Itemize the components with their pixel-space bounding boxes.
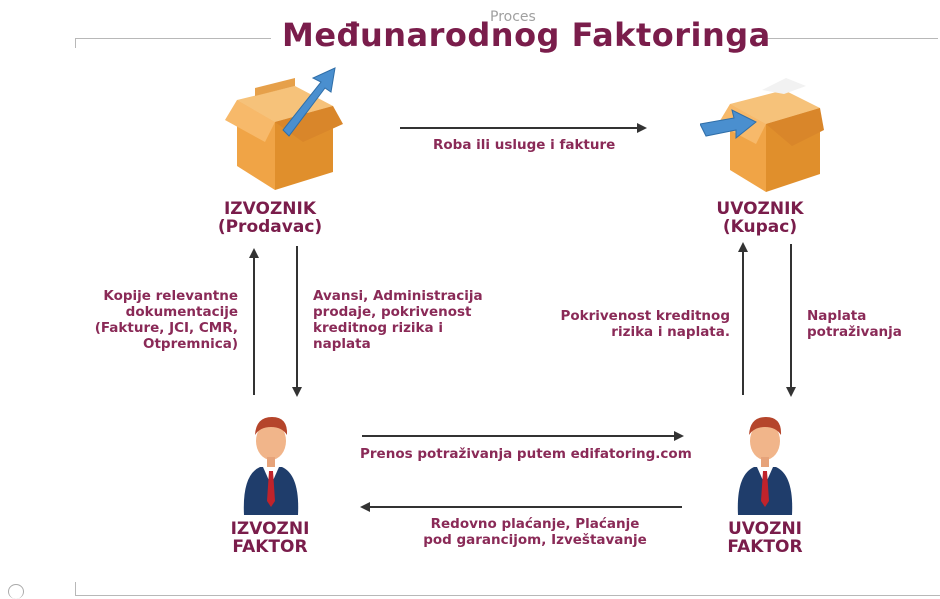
payment-label-line: Redovno plaćanje, Plaćanje [430, 516, 640, 532]
title-prefix: Proces [490, 9, 536, 25]
advance-label: Avansi, Administracija prodaje, pokriven… [313, 288, 493, 352]
export-factor-label-line1: IZVOZNI [230, 519, 310, 539]
collection-label-line: potraživanja [807, 324, 902, 340]
page-title: Međunarodnog Faktoringa [282, 16, 771, 54]
docs-label-line: (Fakture, JCI, CMR, [94, 320, 238, 336]
transfer-label: Prenos potraživanja putem edifatoring.co… [360, 446, 692, 462]
docs-label: Kopije relevantne dokumentacije (Fakture… [70, 288, 238, 352]
exporter-label-line1: IZVOZNIK [223, 199, 316, 219]
goods-label: Roba ili usluge i fakture [433, 137, 616, 153]
import-factor-label-line2: FAKTOR [727, 537, 803, 557]
corner-mark [8, 584, 24, 599]
businessman-icon [730, 405, 800, 515]
import-factor-label: UVOZNI FAKTOR [695, 520, 835, 556]
advance-label-line: naplata [313, 336, 371, 352]
advance-label-line: Avansi, Administracija [313, 288, 483, 304]
collection-label: Naplata potraživanja [807, 308, 927, 340]
open-box-incoming-arrow-icon [699, 60, 825, 200]
importer-label-line2: (Kupac) [722, 217, 798, 237]
advance-label-line: prodaje, pokrivenost [313, 304, 472, 320]
importer-label-line1: UVOZNIK [716, 199, 804, 219]
frame-line-top-left [75, 38, 271, 48]
advance-label-line: kreditnog rizika i [313, 320, 443, 336]
payment-label-line: pod garancijom, Izveštavanje [423, 532, 647, 548]
importer-label: UVOZNIK (Kupac) [690, 200, 830, 236]
businessman-icon [236, 405, 306, 515]
frame-line-top-right [762, 38, 938, 40]
coverage-label: Pokrivenost kreditnog rizika i naplata. [545, 308, 730, 340]
export-factor-label: IZVOZNI FAKTOR [200, 520, 340, 556]
docs-label-line: dokumentacije [125, 304, 238, 320]
exporter-label-line2: (Prodavac) [217, 217, 323, 237]
coverage-label-line: Pokrivenost kreditnog [560, 308, 730, 324]
payment-label: Redovno plaćanje, Plaćanje pod garancijo… [405, 516, 665, 548]
coverage-label-line: rizika i naplata. [611, 324, 730, 340]
export-factor-label-line2: FAKTOR [232, 537, 308, 557]
open-box-outgoing-arrow-icon [225, 58, 345, 198]
collection-label-line: Naplata [807, 308, 867, 324]
docs-label-line: Kopije relevantne [103, 288, 238, 304]
import-factor-label-line1: UVOZNI [728, 519, 802, 539]
exporter-label: IZVOZNIK (Prodavac) [200, 200, 340, 236]
docs-label-line: Otpremnica) [143, 336, 238, 352]
